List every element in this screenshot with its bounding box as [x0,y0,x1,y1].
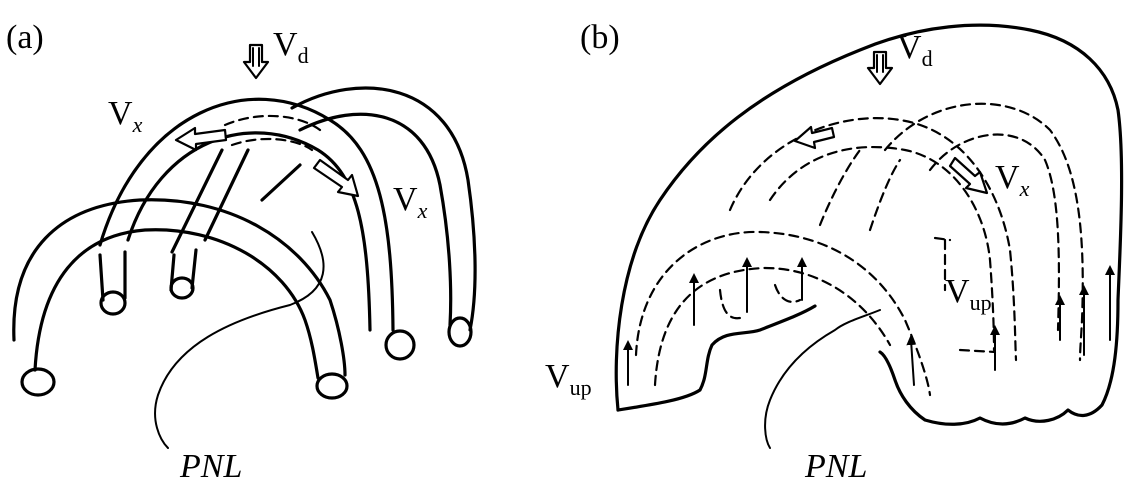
panel-b: (b) Vd [545,19,1122,484]
hollow-double-down-arrow-icon [868,52,892,84]
pnl-label-a: PNL [179,448,242,484]
envelope-bottom [618,306,815,410]
v-d-label-b: Vd [897,29,933,71]
v-x-right-label-a: Vx [393,181,428,223]
panel-b-tag: (b) [580,19,620,56]
envelope-outline [616,25,1121,424]
v-x-left-label-a: Vx [108,95,143,137]
solid-up-arrow-icon [628,262,1110,385]
v-up-right-label-b: Vup [945,273,992,315]
v-up-left-label-b: Vup [545,358,592,400]
pnl-label-b: PNL [804,448,867,484]
pnl-line-b [765,310,880,448]
panel-a-tag: (a) [6,19,44,56]
hollow-double-down-arrow-icon [244,45,268,78]
panel-a: (a) [6,19,475,484]
v-d-label-a: Vd [273,26,309,68]
pnl-line-a [155,232,323,448]
v-x-label-b: Vx [995,159,1030,201]
